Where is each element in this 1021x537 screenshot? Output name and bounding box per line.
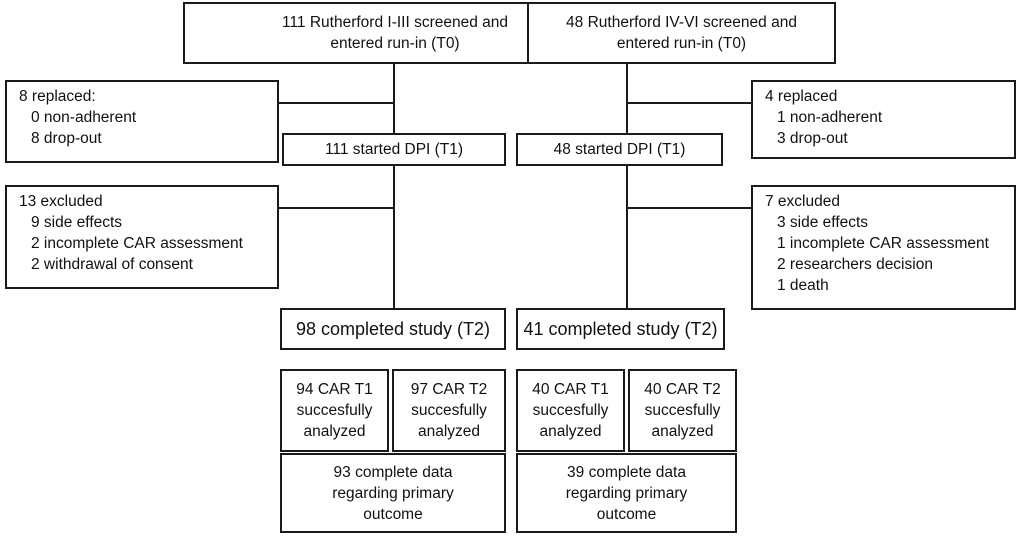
left-excluded-item: 2 incomplete CAR assessment — [31, 235, 243, 252]
right-replaced-title: 4 replaced — [765, 88, 838, 105]
right-car-t2-line: succesfully — [644, 402, 721, 419]
left-replaced-title: 8 replaced: — [19, 88, 96, 105]
left-car-t2-box: 97 CAR T2 succesfully analyzed — [392, 369, 506, 452]
right-screened-line-2: entered run-in (T0) — [616, 35, 747, 52]
right-car-t1-line: 40 CAR T1 — [532, 381, 609, 398]
right-completed-box: 41 completed study (T2) — [516, 308, 725, 350]
right-excluded-item: 3 side effects — [777, 214, 869, 231]
left-car-t2-line: analyzed — [417, 423, 481, 440]
left-completed-box: 98 completed study (T2) — [280, 308, 506, 350]
left-excluded-item: 2 withdrawal of consent — [31, 256, 193, 273]
left-complete-data-line: outcome — [363, 505, 423, 523]
right-complete-data-line: outcome — [596, 505, 657, 523]
left-complete-data-box: 93 complete data regarding primary outco… — [280, 453, 506, 533]
left-excluded-item: 9 side effects — [31, 214, 123, 231]
right-car-t1-box: 40 CAR T1 succesfully analyzed — [516, 369, 625, 452]
right-complete-data-line: regarding primary — [565, 484, 688, 502]
left-car-t1-line: 94 CAR T1 — [296, 381, 373, 398]
left-car-t1-line: succesfully — [296, 402, 373, 419]
left-screened-line-2: entered run-in (T0) — [330, 35, 460, 52]
right-screened-line-1: 48 Rutherford IV-VI screened and — [566, 14, 797, 31]
right-excluded-box: 7 excluded 3 side effects 1 incomplete C… — [751, 185, 1016, 310]
left-excluded-box: 13 excluded 9 side effects 2 incomplete … — [5, 185, 279, 289]
left-started-box: 111 started DPI (T1) — [282, 133, 506, 166]
right-car-t1-line: analyzed — [539, 423, 602, 440]
right-car-t2-line: analyzed — [651, 423, 714, 440]
right-excluded-title: 7 excluded — [765, 193, 840, 210]
left-replaced-item: 8 drop-out — [31, 130, 102, 147]
left-car-t1-line: analyzed — [303, 423, 366, 440]
right-excluded-item: 2 researchers decision — [777, 256, 933, 273]
right-excluded-item: 1 death — [777, 277, 829, 294]
left-started-label: 111 started DPI (T1) — [324, 141, 464, 158]
right-excluded-item: 1 incomplete CAR assessment — [777, 235, 989, 252]
left-car-t1-box: 94 CAR T1 succesfully analyzed — [280, 369, 389, 452]
left-replaced-box: 8 replaced: 0 non-adherent 8 drop-out — [5, 80, 279, 163]
right-screened-box: 48 Rutherford IV-VI screened and entered… — [527, 2, 836, 64]
right-car-t2-line: 40 CAR T2 — [644, 381, 721, 398]
left-screened-line-1: 111 Rutherford I-III screened and — [281, 14, 509, 31]
left-excluded-title: 13 excluded — [19, 193, 103, 210]
right-replaced-item: 1 non-adherent — [777, 109, 883, 126]
right-replaced-item: 3 drop-out — [777, 130, 848, 147]
right-completed-label: 41 completed study (T2) — [523, 319, 718, 339]
right-started-box: 48 started DPI (T1) — [516, 133, 723, 166]
left-car-t2-line: 97 CAR T2 — [410, 381, 488, 398]
right-car-t1-line: succesfully — [532, 402, 609, 419]
right-complete-data-box: 39 complete data regarding primary outco… — [516, 453, 737, 533]
right-replaced-box: 4 replaced 1 non-adherent 3 drop-out — [751, 80, 1016, 159]
right-complete-data-line: 39 complete data — [567, 463, 686, 481]
left-complete-data-line: 93 complete data — [333, 463, 453, 481]
left-complete-data-line: regarding primary — [332, 484, 454, 502]
left-car-t2-line: succesfully — [411, 402, 487, 419]
right-started-label: 48 started DPI (T1) — [553, 141, 686, 158]
left-replaced-item: 0 non-adherent — [31, 109, 137, 126]
left-completed-label: 98 completed study (T2) — [295, 319, 491, 339]
right-car-t2-box: 40 CAR T2 succesfully analyzed — [628, 369, 737, 452]
